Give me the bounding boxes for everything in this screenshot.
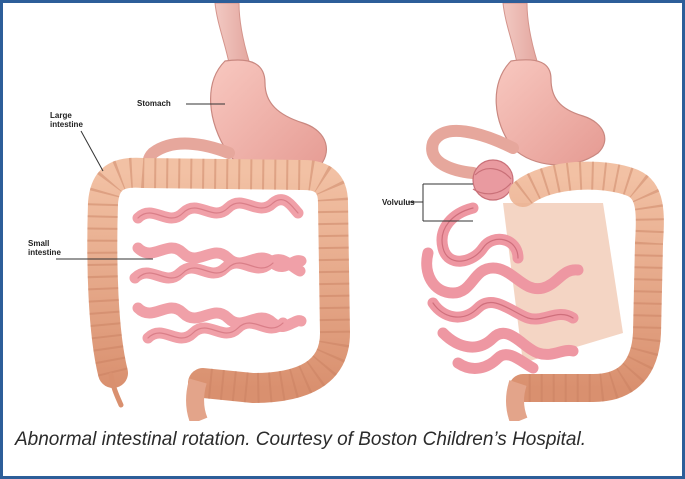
small-intestine-label-line2: intestine: [28, 248, 61, 257]
large-intestine-label-line2: intestine: [50, 120, 83, 129]
volvulus-label: Volvulus: [382, 198, 415, 207]
large-intestine-label: Large intestine: [50, 111, 83, 129]
anatomy-drawing: [3, 3, 682, 421]
rectum-left: [195, 381, 199, 421]
stomach-label: Stomach: [137, 99, 171, 108]
small-intestine-left: [135, 200, 301, 338]
esophagus-left: [215, 3, 249, 63]
stomach-label-text: Stomach: [137, 99, 171, 108]
large-intestine-leader: [81, 131, 103, 171]
volvulus-label-text: Volvulus: [382, 198, 415, 207]
malrotated-anatomy: [408, 3, 650, 421]
esophagus-right: [503, 3, 537, 63]
intestine-illustration: Stomach Large intestine Small intestine …: [3, 3, 682, 421]
small-intestine-label-line1: Small: [28, 239, 61, 248]
rectum-right: [515, 383, 519, 421]
normal-anatomy: [56, 3, 335, 421]
large-intestine-label-line1: Large: [50, 111, 83, 120]
figure-caption: Abnormal intestinal rotation. Courtesy o…: [15, 429, 679, 451]
small-intestine-label: Small intestine: [28, 239, 61, 257]
